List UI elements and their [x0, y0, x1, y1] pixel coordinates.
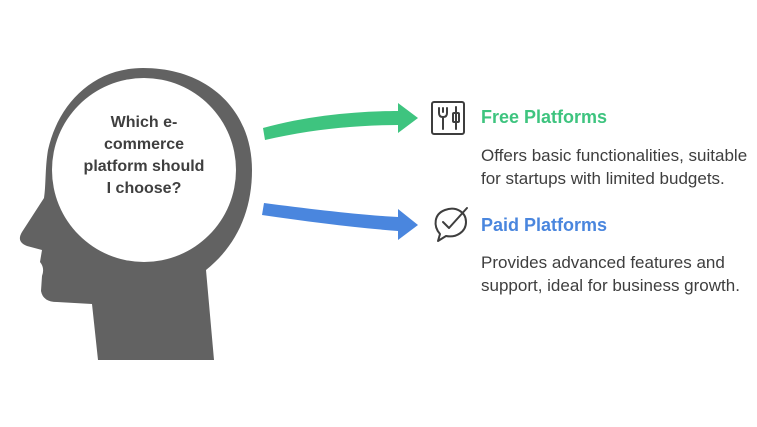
thought-circle	[52, 78, 236, 262]
paid-platforms-title: Paid Platforms	[481, 215, 608, 235]
arrow-to-free	[263, 103, 418, 140]
check-badge-icon	[434, 207, 468, 242]
arrow-to-paid	[262, 203, 418, 240]
tools-icon	[431, 101, 465, 135]
paid-platforms-description: Provides advanced features and support, …	[481, 253, 740, 295]
free-platforms-title: Free Platforms	[481, 107, 608, 127]
free-platforms-description: Offers basic functionalities, suitable f…	[481, 146, 748, 188]
central-question: Which e-commerce platform should I choos…	[83, 114, 205, 197]
